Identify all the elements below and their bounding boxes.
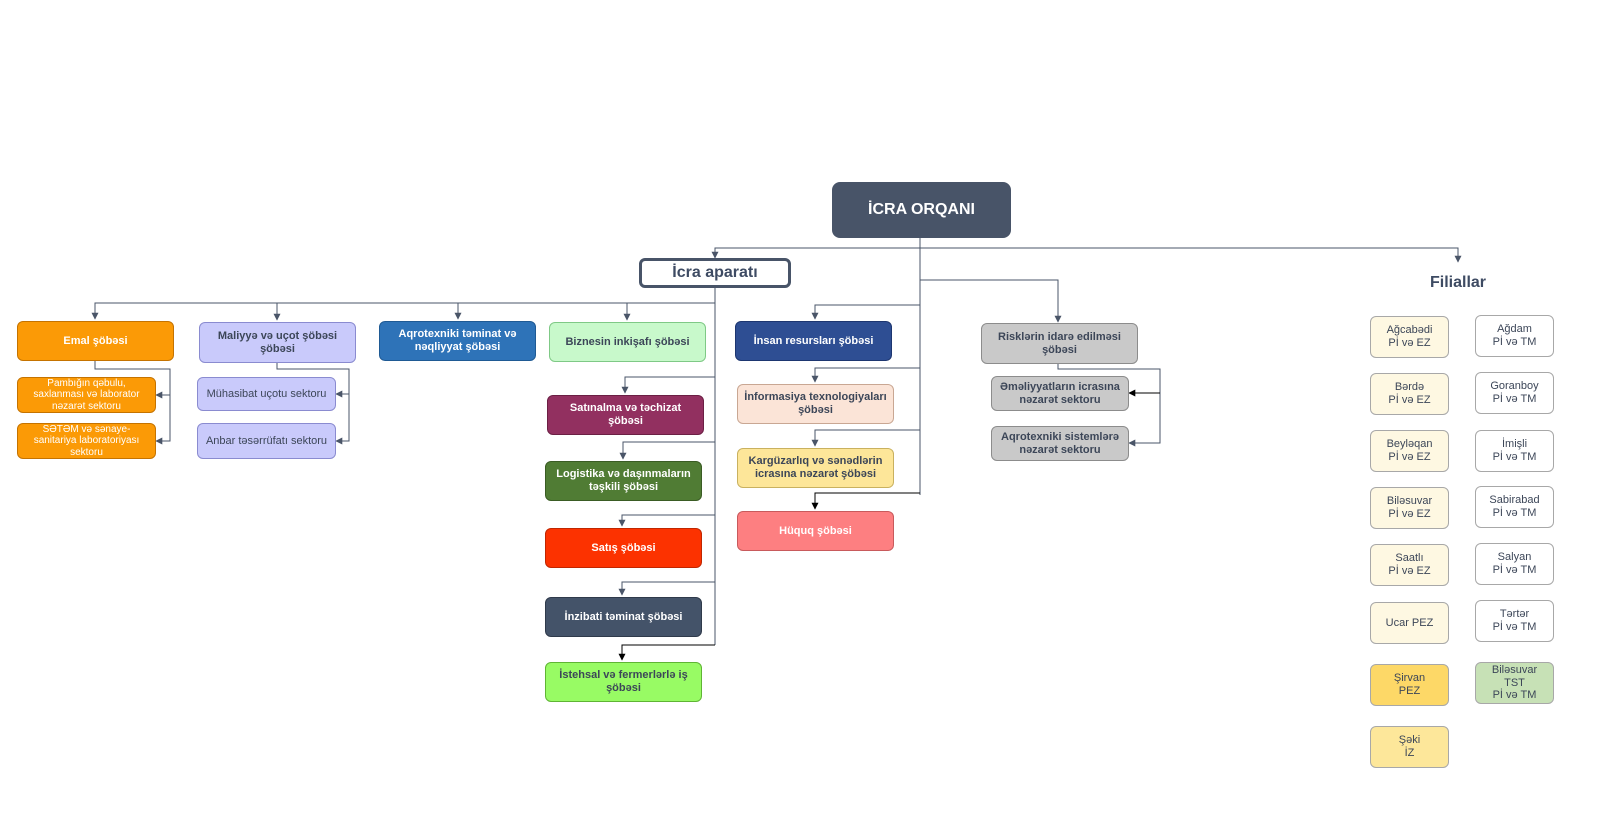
branch-type: Pİ və EZ (1388, 508, 1431, 520)
dept-production: İstehsal və fermerlərlə iş şöbəsi (545, 662, 702, 702)
branch-type: Pİ və EZ (1388, 337, 1431, 349)
apparatus-node: İcra aparatı (639, 258, 791, 288)
dept-it: İnformasiya texnologiyaları şöbəsi (737, 384, 894, 424)
sector-operations-control: Əməliyyatların icrasına nəzarət sektoru (991, 376, 1129, 411)
dept-business: Biznesin inkişafı şöbəsi (549, 322, 706, 362)
branch-type: Pİ və TM (1492, 451, 1537, 463)
branch-type: PEZ (1398, 685, 1421, 697)
branch-name: Tərtər (1499, 608, 1530, 621)
branch-name: Sabirabad (1489, 494, 1540, 507)
branch-name: Saatlı (1395, 552, 1424, 565)
dept-legal: Hüquq şöbəsi (737, 511, 894, 551)
dept-procurement: Satınalma və təchizat şöbəsi (547, 395, 704, 435)
sector-agrotech-control: Aqrotexniki sistemlərə nəzarət sektoru (991, 426, 1129, 461)
branch-type-2: Pİ və TM (1492, 689, 1537, 702)
branch-type: Pİ və TM (1492, 564, 1537, 576)
branch-name: Ağdam (1497, 323, 1532, 336)
sector-accounting: Mühasibat uçotu sektoru (197, 377, 336, 411)
dept-admin: İnzibati təminat şöbəsi (545, 597, 702, 637)
branch-type: İZ (1404, 747, 1415, 759)
branches-title: Filiallar (1429, 274, 1487, 291)
dept-office: Kargüzarlıq və sənədlərin icrasına nəzar… (737, 448, 894, 488)
branch-name: Salyan (1497, 551, 1532, 564)
branch-type: Pİ və TM (1492, 393, 1537, 405)
branch-type: Pİ və EZ (1388, 565, 1431, 577)
branch-type: Pİ və TM (1492, 507, 1537, 519)
branch-name: Bərdə (1394, 381, 1425, 394)
dept-logistics: Logistika və daşınmaların təşkili şöbəsi (545, 461, 702, 501)
branch-name: Şəki (1398, 734, 1421, 747)
sector-cotton: Pambığın qəbulu, saxlanması və laborator… (17, 377, 156, 413)
branch-name: Ağcabədi (1386, 324, 1433, 337)
branch-type: TST (1504, 676, 1525, 689)
sector-lab: SƏTƏM və sənaye-sanitariya laboratoriyas… (17, 423, 156, 459)
dept-sales: Satış şöbəsi (545, 528, 702, 568)
branch-name: Biləsuvar (1491, 664, 1538, 677)
branch-type: Pİ və TM (1492, 336, 1537, 348)
root-node: İCRA ORQANI (832, 182, 1011, 238)
branch-name: İmişli (1501, 438, 1528, 451)
sector-warehouse: Anbar təsərrüfatı sektoru (197, 423, 336, 459)
branch-name: Şirvan (1393, 672, 1426, 685)
dept-finance: Maliyyə və uçot şöbəsi şöbəsi (199, 322, 356, 363)
branch-name: Ucar PEZ (1385, 616, 1434, 629)
dept-hr: İnsan resursları şöbəsi (735, 321, 892, 361)
branch-type: Pİ və TM (1492, 621, 1537, 633)
branch-type: Pİ və EZ (1388, 394, 1431, 406)
branch-name: Biləsuvar (1386, 495, 1433, 508)
branch-type: Pİ və EZ (1388, 451, 1431, 463)
branch-name: Beyləqan (1386, 438, 1433, 451)
dept-emal: Emal şöbəsi (17, 321, 174, 361)
dept-risk: Risklərin idarə edilməsi şöbəsi (981, 323, 1138, 364)
dept-agrotech: Aqrotexniki təminat və nəqliyyat şöbəsi (379, 321, 536, 361)
branch-name: Goranboy (1490, 380, 1539, 393)
branch-ucar: Ucar PEZ (1370, 602, 1449, 644)
